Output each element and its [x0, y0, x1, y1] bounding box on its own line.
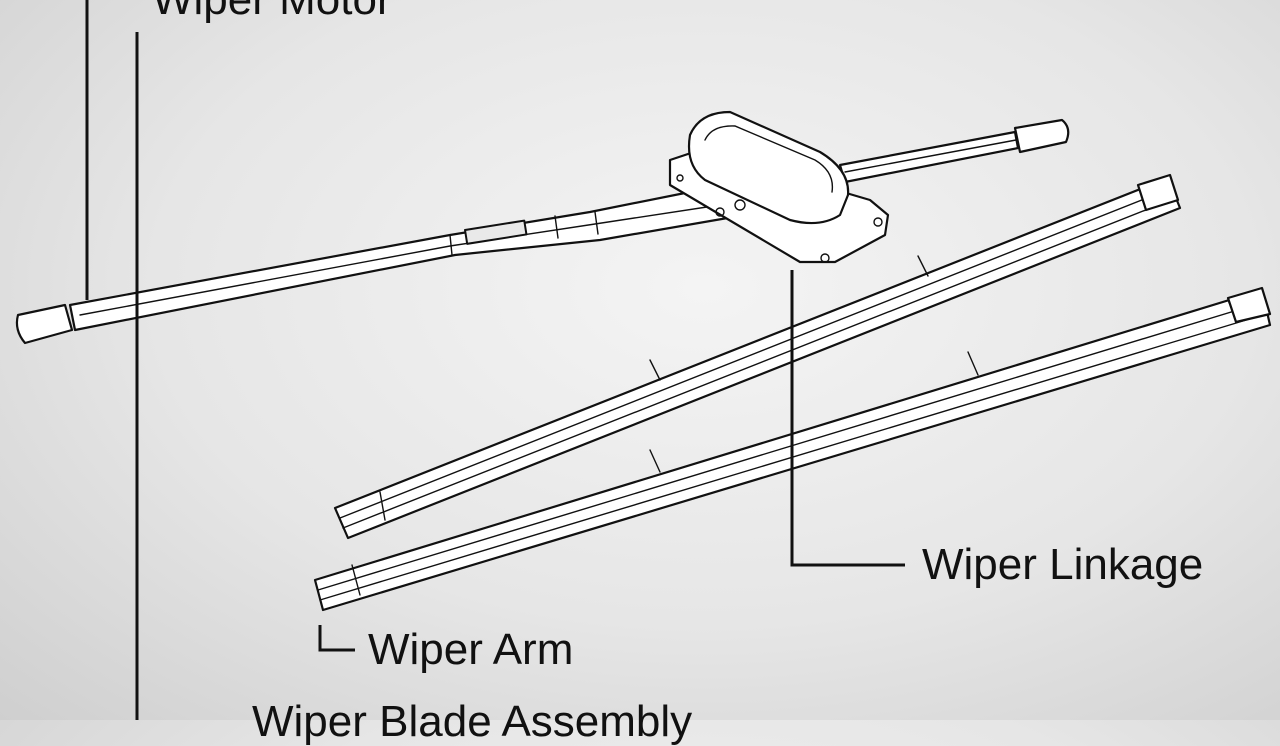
- wiper-motor-drawing: [668, 110, 890, 264]
- wiper-arm-leader: [318, 625, 355, 652]
- wiper-linkage-leader: [790, 270, 905, 567]
- upper-wiper-blade-drawing: [333, 173, 1182, 540]
- wiper-system-diagram: [15, 0, 1272, 720]
- linkage-cable-drawing: [838, 118, 1070, 184]
- wiper-linkage-label: Wiper Linkage: [922, 540, 1204, 589]
- wiper-motor-label: Wiper Motor: [152, 0, 392, 22]
- wiper-arm-label: Wiper Arm: [368, 625, 574, 674]
- blade-assembly-label: Wiper Blade Assembly: [252, 697, 693, 746]
- wiper-arm-drawing: [15, 188, 747, 345]
